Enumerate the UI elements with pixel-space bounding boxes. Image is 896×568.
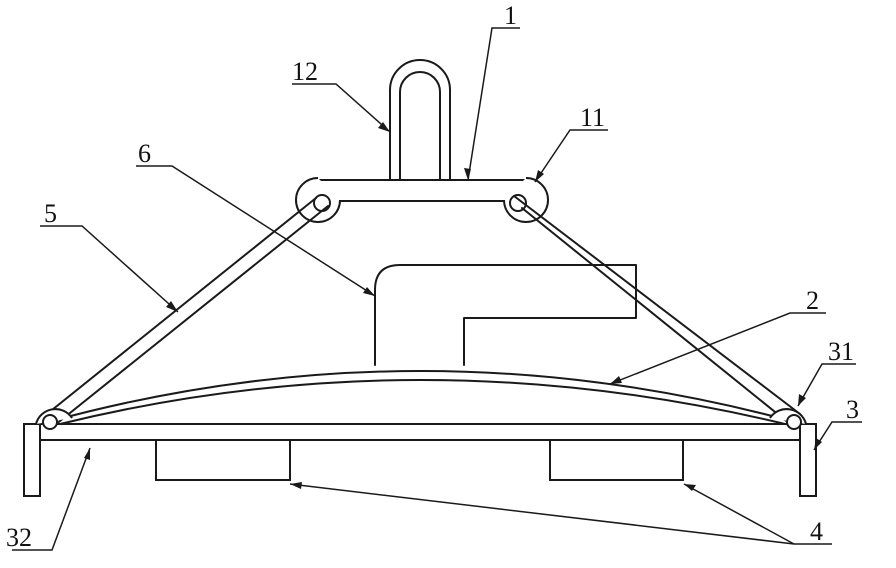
leader-lines: [12, 27, 862, 551]
base-frame: [23, 423, 817, 497]
bracket: [374, 264, 637, 366]
arched-plate: [47, 370, 796, 425]
rod-right: [513, 195, 801, 425]
lifting-ring: [389, 59, 451, 181]
bar-lug-right: [503, 177, 549, 223]
label-12: 12: [292, 57, 318, 86]
bottom-block-right: [549, 439, 684, 481]
label-31: 31: [828, 337, 854, 366]
label-32: 32: [6, 523, 32, 552]
hanging-bar: [317, 179, 527, 202]
rod-left: [41, 197, 329, 426]
base-lug-left: [35, 408, 73, 430]
label-6: 6: [138, 139, 151, 168]
label-2: 2: [806, 286, 819, 315]
label-1: 1: [504, 1, 517, 30]
label-3: 3: [846, 395, 859, 424]
base-lug-right: [769, 408, 807, 430]
bottom-block-left: [155, 439, 291, 481]
label-5: 5: [44, 199, 57, 228]
label-4: 4: [810, 517, 823, 546]
label-11: 11: [580, 103, 605, 132]
